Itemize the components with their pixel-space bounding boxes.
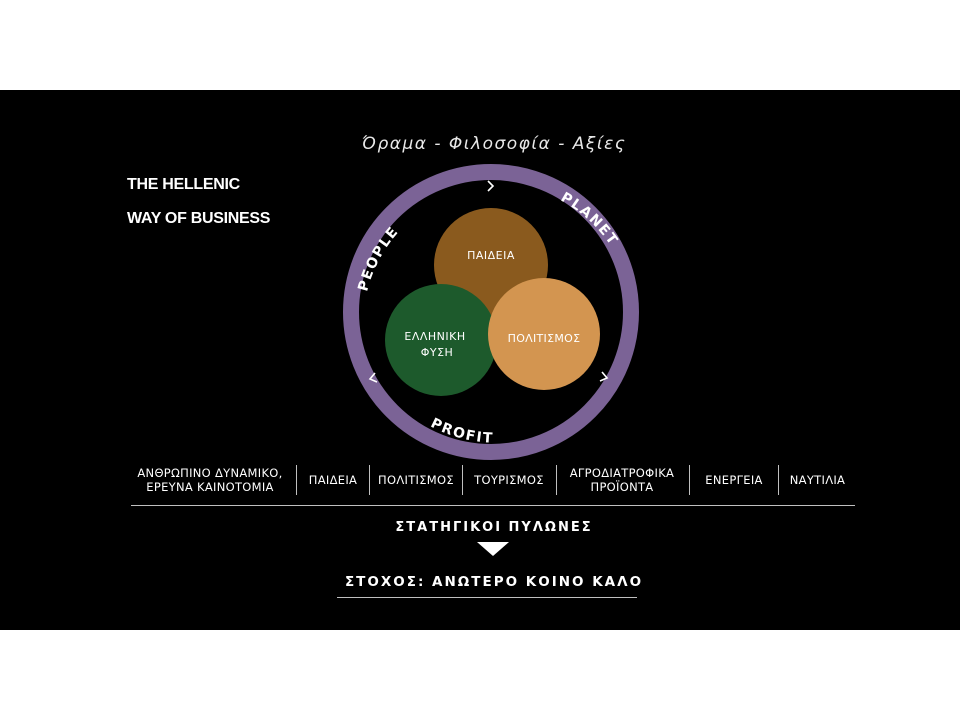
ring-arrow-left-icon bbox=[368, 372, 378, 383]
down-arrow-icon bbox=[477, 542, 509, 556]
ring-arrow-top-icon bbox=[487, 180, 495, 192]
brand-line-2: WAY OF BUSINESS bbox=[127, 210, 271, 227]
pillar-energeia: ΕΝΕΡΓΕΙΑ bbox=[705, 473, 763, 487]
planet-label: PLANET bbox=[558, 190, 621, 249]
pillars-underline bbox=[131, 505, 855, 506]
strategic-pillars-row: ΑΝΘΡΩΠΙΝΟ ΔΥΝΑΜΙΚΟ, ΕΡΕΥΝΑ ΚΑΙΝΟΤΟΜΙΑ ΠΑ… bbox=[130, 463, 855, 503]
vision-title: Όραμα - Φιλοσοφία - Αξίες bbox=[361, 134, 627, 154]
circle-elliniki-fysi-label: ΕΛΛΗΝΙΚΗ ΦΥΣΗ bbox=[404, 330, 469, 359]
slide: Όραμα - Φιλοσοφία - Αξίες THE HELLENIC W… bbox=[0, 90, 960, 630]
pillar-divider bbox=[296, 465, 297, 495]
goal-label: ΣΤΟΧΟΣ: ΑΝΩΤΕΡΟ ΚΟΙΝΟ ΚΑΛΟ bbox=[344, 574, 644, 590]
outer-ring bbox=[343, 164, 639, 460]
goal-underline bbox=[337, 597, 637, 598]
circle-politismos bbox=[488, 278, 600, 390]
pillar-paideia: ΠΑΙΔΕΙΑ bbox=[308, 473, 358, 487]
pillar-agrifood: ΑΓΡΟΔΙΑΤΡΟΦΙΚΑ ΠΡΟΪΟΝΤΑ bbox=[569, 466, 675, 494]
strategic-pillars-label: ΣΤΑΤΗΓΙΚΟΙ ΠΥΛΩΝΕΣ bbox=[395, 520, 593, 535]
pillar-tourismos: ΤΟΥΡΙΣΜΟΣ bbox=[474, 473, 544, 487]
pillar-divider bbox=[462, 465, 463, 495]
pillar-divider bbox=[556, 465, 557, 495]
brand-line-1: THE HELLENIC bbox=[127, 176, 240, 193]
circle-elliniki-fysi bbox=[385, 284, 497, 396]
pillar-human-capital: ΑΝΘΡΩΠΙΝΟ ΔΥΝΑΜΙΚΟ, ΕΡΕΥΝΑ ΚΑΙΝΟΤΟΜΙΑ bbox=[137, 466, 283, 494]
circle-politismos-label: ΠΟΛΙΤΙΣΜΟΣ bbox=[508, 332, 581, 345]
values-diagram: PEOPLE PLANET PROFIT ΠΑΙΔΕΙΑ ΕΛΛΗΝΙΚΗ ΦΥ… bbox=[343, 164, 639, 460]
pillar-divider bbox=[689, 465, 690, 495]
pillar-politismos: ΠΟΛΙΤΙΣΜΟΣ bbox=[378, 473, 454, 487]
circle-paideia-label: ΠΑΙΔΕΙΑ bbox=[467, 249, 515, 262]
pillar-divider bbox=[369, 465, 370, 495]
pillar-divider bbox=[778, 465, 779, 495]
ring-arrow-right-icon bbox=[599, 371, 609, 382]
pillar-naftilia: ΝΑΥΤΙΛΙΑ bbox=[789, 473, 846, 487]
